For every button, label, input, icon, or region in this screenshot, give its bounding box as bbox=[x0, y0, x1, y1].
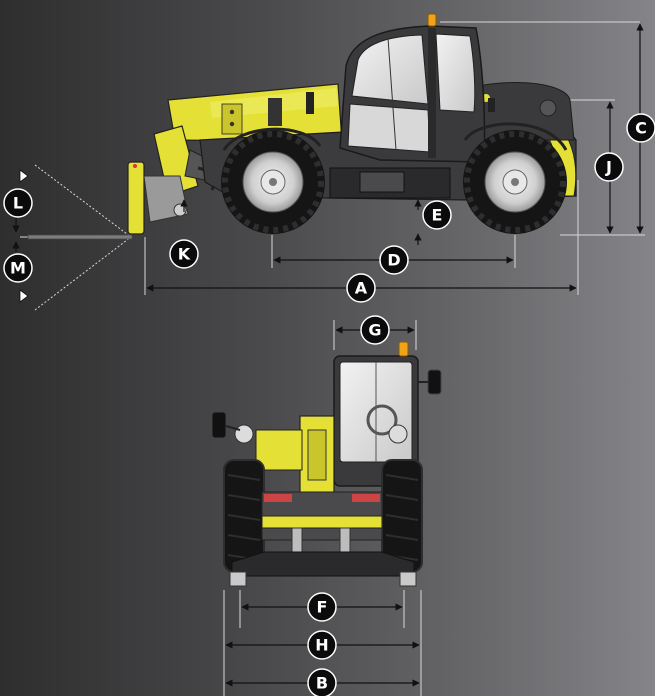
svg-text:G: G bbox=[368, 321, 381, 340]
front-guide-lines bbox=[223, 320, 422, 696]
dimension-badge-F: F bbox=[307, 592, 337, 622]
svg-text:M: M bbox=[10, 259, 26, 278]
dimension-badge-E: E bbox=[422, 200, 452, 230]
svg-text:H: H bbox=[315, 636, 328, 655]
svg-text:D: D bbox=[387, 251, 400, 270]
dimension-badge-J: J bbox=[594, 152, 624, 182]
front-view bbox=[211, 320, 442, 696]
front-carriage bbox=[229, 491, 417, 587]
svg-text:B: B bbox=[316, 674, 328, 693]
rear-wheel bbox=[221, 130, 325, 234]
svg-text:E: E bbox=[432, 206, 443, 225]
dimension-badge-G: G bbox=[360, 315, 390, 345]
svg-text:K: K bbox=[178, 245, 191, 264]
side-view bbox=[12, 13, 645, 311]
dimension-badge-L: L bbox=[3, 188, 33, 218]
svg-text:C: C bbox=[635, 119, 647, 138]
front-wheel bbox=[463, 130, 567, 234]
dimension-badge-H: H bbox=[307, 630, 337, 660]
front-fender bbox=[463, 122, 568, 151]
dimension-badge-M: M bbox=[3, 253, 33, 283]
front-boom bbox=[211, 411, 408, 501]
fork-tilt-up-arrow bbox=[19, 169, 29, 183]
svg-text:F: F bbox=[317, 598, 328, 617]
fork-carriage bbox=[27, 161, 189, 240]
fork-tilt-down-arrow bbox=[19, 289, 29, 303]
svg-text:L: L bbox=[13, 194, 23, 213]
cab bbox=[306, 13, 495, 163]
dimension-badge-K: K bbox=[169, 239, 199, 269]
dimension-badge-A: A bbox=[346, 273, 376, 303]
svg-text:J: J bbox=[605, 158, 612, 177]
dimension-badge-C: C bbox=[626, 113, 655, 143]
dimension-badge-B: B bbox=[307, 668, 337, 696]
rear-fender bbox=[222, 127, 322, 151]
dimension-badge-D: D bbox=[379, 245, 409, 275]
svg-text:A: A bbox=[355, 279, 368, 298]
